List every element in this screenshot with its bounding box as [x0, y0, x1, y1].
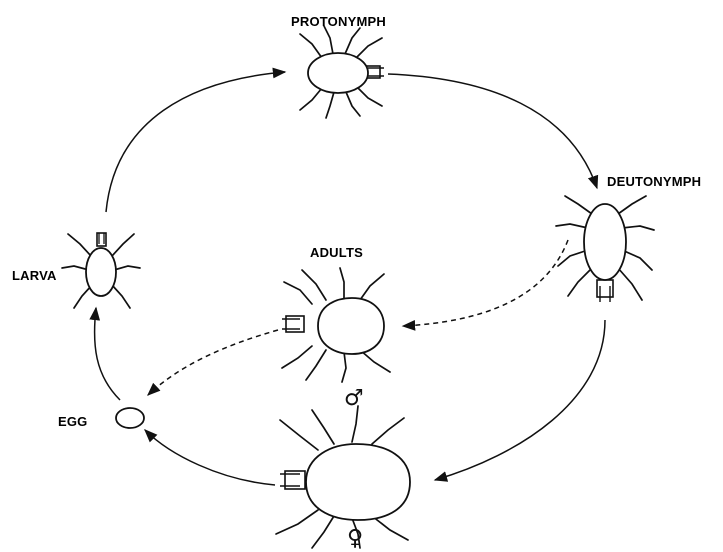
label-larva: LARVA	[12, 268, 57, 283]
arrow-deutonymph-to-female	[435, 320, 605, 480]
label-egg: EGG	[58, 414, 88, 429]
arrow-larva-to-protonymph	[106, 72, 285, 212]
protonymph-mite	[300, 26, 384, 118]
male-symbol: ♂	[344, 388, 364, 410]
deutonymph-mite	[556, 196, 654, 302]
label-protonymph: PROTONYMPH	[291, 14, 386, 29]
label-deutonymph: DEUTONYMPH	[607, 174, 701, 189]
dashed-arrow-adults-to-egg	[148, 330, 278, 395]
dashed-arrow-deutonymph-to-adults	[403, 240, 568, 326]
egg-shape	[116, 408, 144, 428]
label-adults: ADULTS	[310, 245, 363, 260]
female-symbol: ♀	[347, 528, 363, 550]
adult-male-mite	[282, 268, 390, 382]
arrow-female-to-egg	[145, 430, 275, 485]
adult-female-mite	[276, 406, 410, 548]
arrow-egg-to-larva	[95, 308, 120, 400]
larva-mite	[62, 233, 140, 308]
arrow-protonymph-to-deutonymph	[388, 74, 597, 188]
